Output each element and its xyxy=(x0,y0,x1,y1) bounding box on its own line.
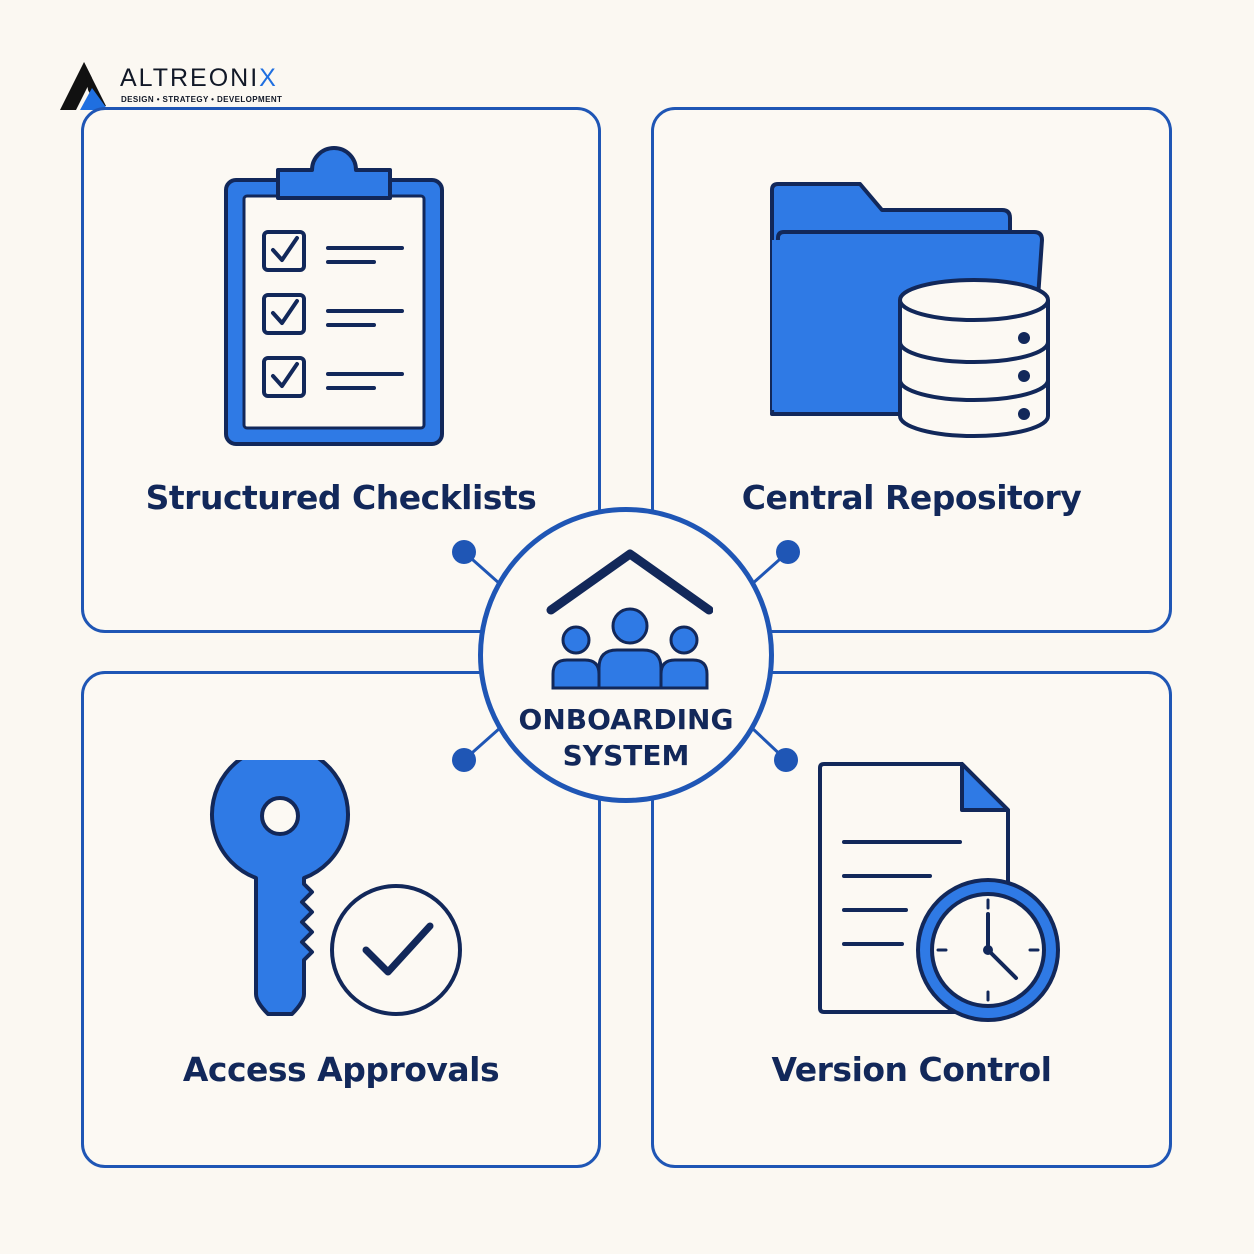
connector-node xyxy=(776,540,800,564)
hub-title-line1: ONBOARDING xyxy=(518,703,734,736)
onboarding-system-hub: ONBOARDING SYSTEM xyxy=(478,507,774,803)
document-clock-icon xyxy=(818,762,1060,1022)
card-access-approvals: Access Approvals xyxy=(81,671,601,1168)
altreonix-logo-icon xyxy=(60,62,108,110)
card-label: Structured Checklists xyxy=(145,478,537,517)
hub-title: ONBOARDING SYSTEM xyxy=(483,702,769,774)
connector-node xyxy=(774,748,798,772)
key-check-icon xyxy=(210,760,462,1016)
card-structured-checklists: Structured Checklists xyxy=(81,107,601,633)
card-label: Central Repository xyxy=(741,478,1082,517)
clipboard-checklist-icon xyxy=(224,146,444,446)
brand-name: ALTREONIX xyxy=(120,64,278,92)
connector-node xyxy=(452,540,476,564)
folder-database-icon xyxy=(770,182,1050,438)
hub-title-line2: SYSTEM xyxy=(562,739,690,772)
brand-tagline: DESIGN • STRATEGY • DEVELOPMENT xyxy=(121,95,283,104)
card-label: Version Control xyxy=(771,1050,1052,1089)
card-label: Access Approvals xyxy=(182,1050,500,1089)
brand-logo: ALTREONIX DESIGN • STRATEGY • DEVELOPMEN… xyxy=(58,58,298,112)
connector-node xyxy=(452,748,476,772)
card-version-control: Version Control xyxy=(651,671,1172,1168)
team-house-icon xyxy=(546,549,713,690)
card-central-repository: Central Repository xyxy=(651,107,1172,633)
